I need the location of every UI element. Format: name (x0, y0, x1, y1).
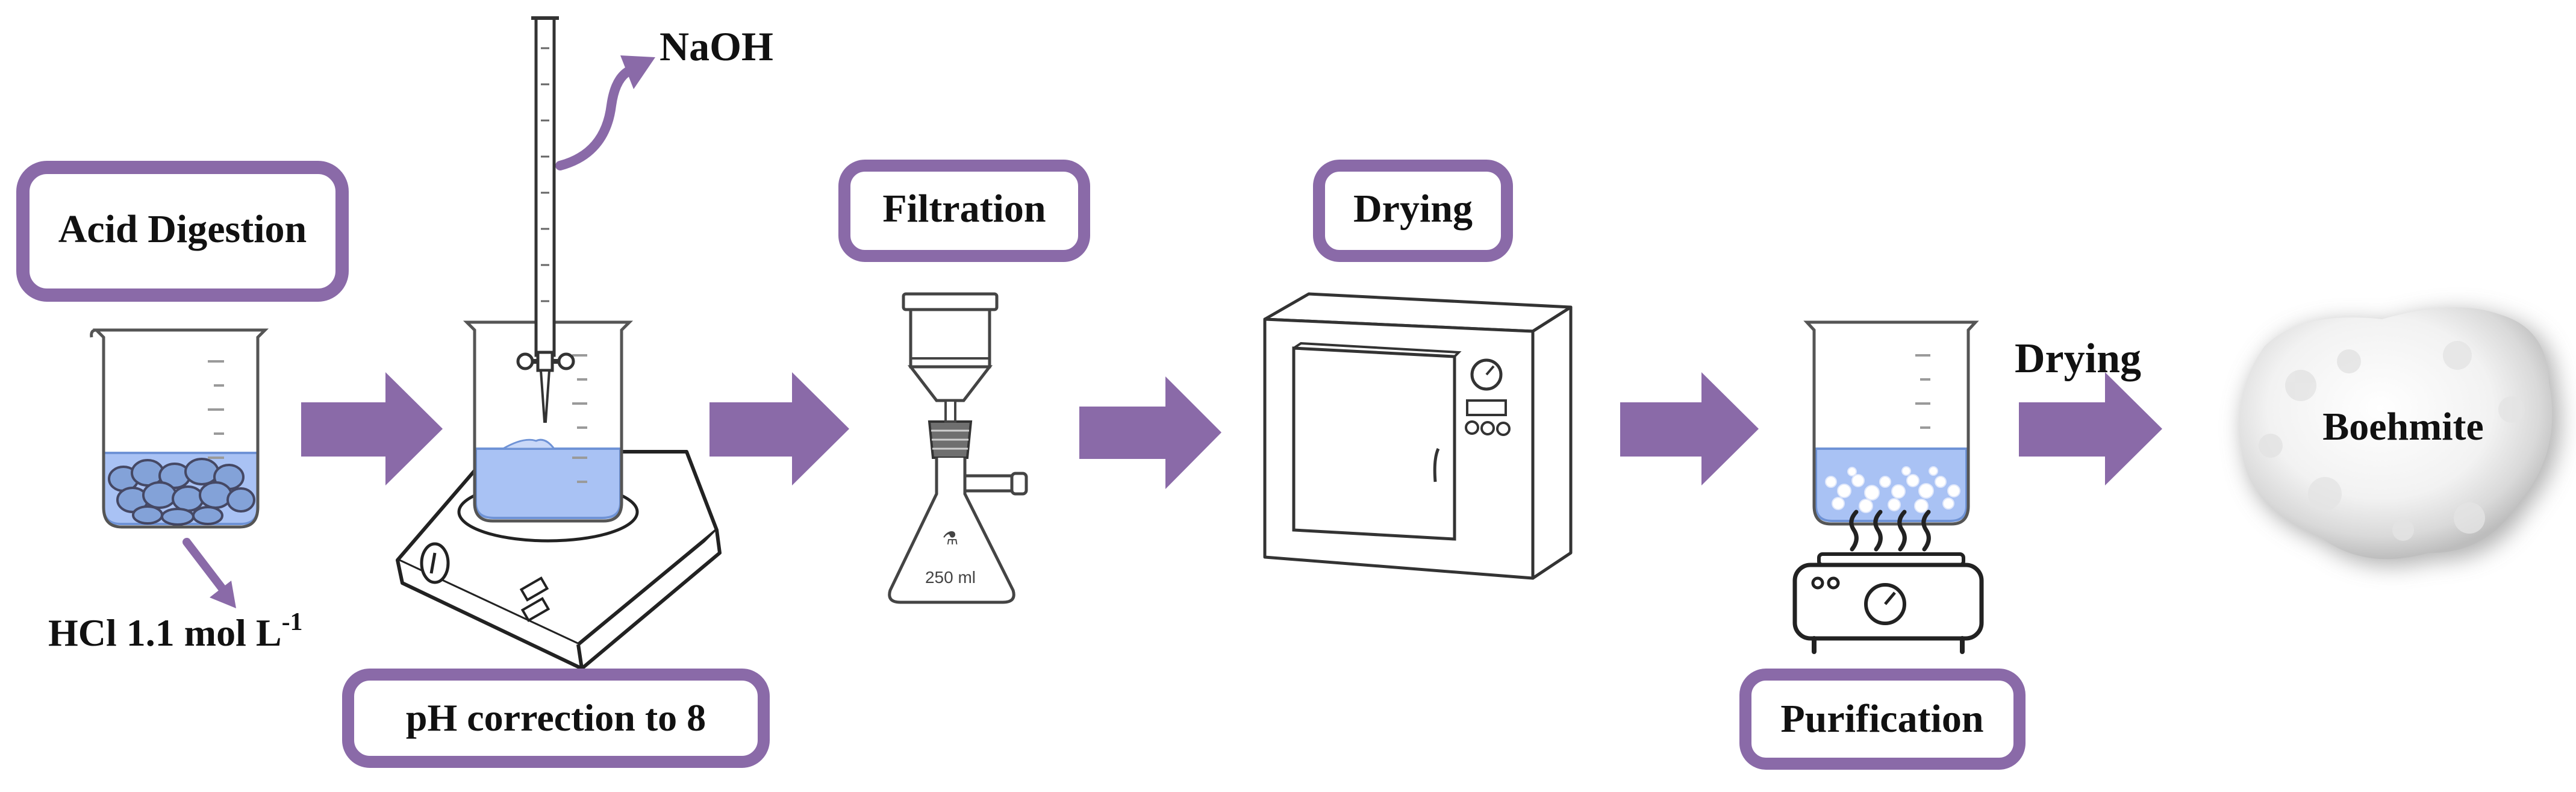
drying-oven-label: Drying (1313, 160, 1513, 262)
filtration-text: Filtration (882, 187, 1046, 231)
beaker-icon (90, 328, 269, 529)
process-arrow-3 (1079, 376, 1221, 489)
process-arrow-1 (301, 372, 443, 485)
filtration-label: Filtration (838, 160, 1090, 262)
suspended-particles-icon (1825, 466, 1960, 513)
final-drying-label: Drying (2015, 335, 2141, 382)
boehmite-powder-icon (2239, 307, 2561, 566)
flask-volume-label: 250 ml (925, 568, 976, 587)
filter-flask-icon: ⚗ 250 ml (888, 292, 1028, 604)
naoh-feed-arrow (555, 55, 655, 170)
process-arrow-4 (1620, 372, 1759, 485)
process-arrow-5 (2019, 372, 2162, 485)
burette-icon (516, 16, 575, 423)
drying-oven-text: Drying (1353, 187, 1473, 231)
flask-logo-icon: ⚗ (943, 529, 959, 549)
ph-correction-label: pH correction to 8 (342, 669, 770, 768)
drying-oven-icon (1263, 292, 1573, 580)
pellets-icon (108, 458, 255, 526)
acid-digestion-text: Acid Digestion (58, 207, 307, 251)
acid-digestion-label: Acid Digestion (16, 161, 349, 302)
beaker-on-stirrer-icon (463, 320, 634, 523)
purification-text: Purification (1780, 697, 1983, 741)
heater-icon (1792, 510, 1984, 654)
ph-correction-text: pH correction to 8 (406, 696, 706, 739)
purification-beaker-icon (1803, 320, 1979, 526)
boehmite-label: Boehmite (2322, 405, 2484, 449)
heat-waves-icon (1849, 510, 1931, 552)
process-arrow-2 (709, 372, 849, 485)
hcl-annotation: HCl 1.1 mol L-1 (48, 608, 303, 654)
naoh-label: NaOH (660, 23, 773, 69)
hcl-pointer-arrow (182, 538, 236, 608)
purification-label: Purification (1739, 669, 2026, 770)
